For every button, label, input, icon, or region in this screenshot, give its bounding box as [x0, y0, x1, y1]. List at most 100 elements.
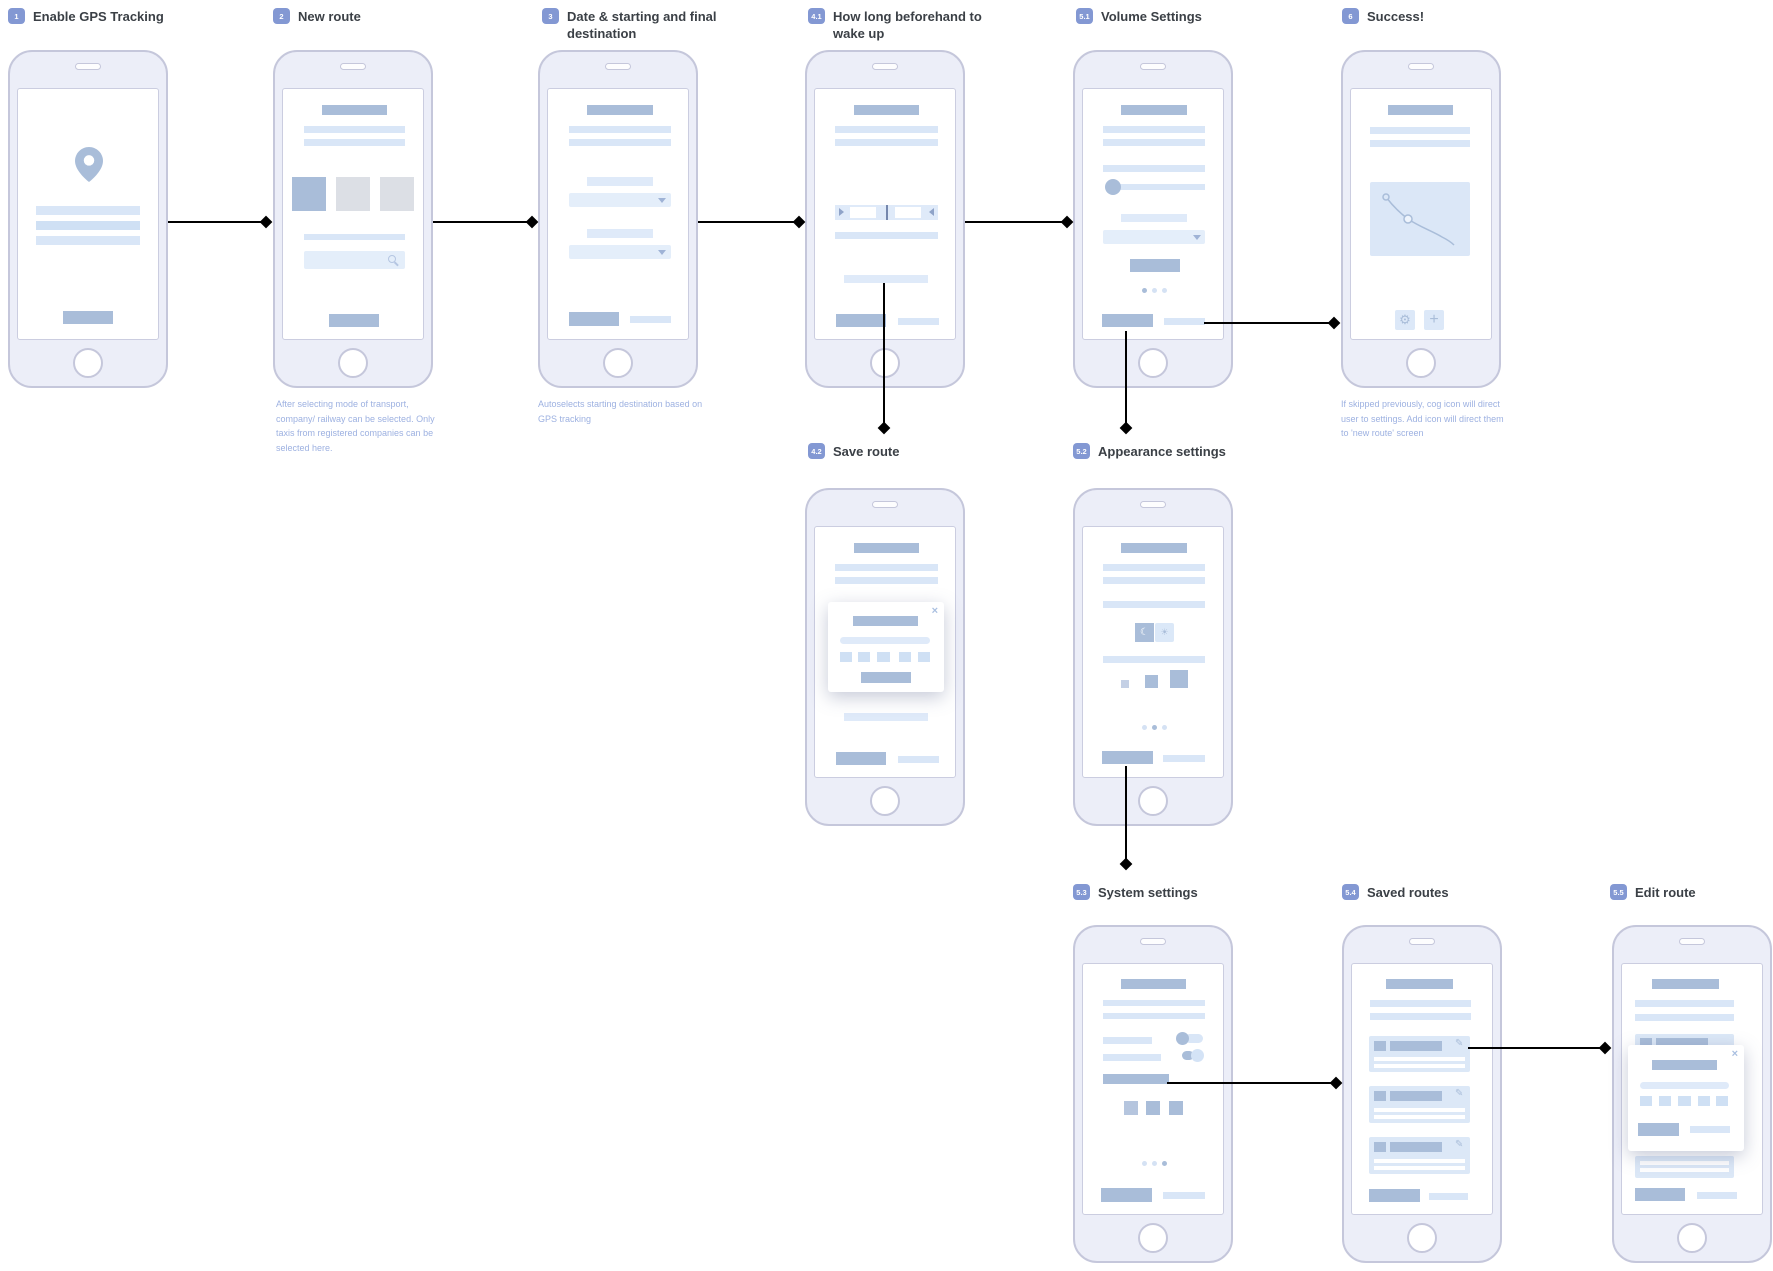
route-thumb: [1374, 1041, 1386, 1051]
route-name-input[interactable]: [1640, 1082, 1729, 1089]
route-detail-line: [1374, 1057, 1465, 1061]
edit-icon[interactable]: ✎: [1455, 1139, 1464, 1150]
route-name-input[interactable]: [840, 637, 930, 644]
title-block: [1388, 105, 1453, 115]
secondary-button[interactable]: [898, 318, 939, 325]
search-input[interactable]: [304, 251, 405, 269]
dark-mode-toggle[interactable]: ☾: [1135, 623, 1154, 642]
next-button[interactable]: [329, 314, 379, 327]
option-square[interactable]: [1146, 1101, 1160, 1115]
step-title-5-2: Appearance settings: [1098, 444, 1226, 459]
screen-system-settings: [1082, 963, 1224, 1215]
pagination-dot: [1162, 288, 1167, 293]
picker-value-minutes[interactable]: [895, 207, 921, 218]
picker-arrow-right-icon[interactable]: [929, 208, 934, 216]
moon-icon: ☾: [1140, 626, 1149, 638]
toggle-knob[interactable]: [1176, 1032, 1189, 1045]
day-option[interactable]: [877, 652, 890, 662]
add-route-button[interactable]: +: [1424, 310, 1444, 330]
speaker: [872, 63, 898, 70]
save-route-link[interactable]: [844, 275, 928, 283]
field-label: [1103, 656, 1205, 663]
field-label: [304, 234, 405, 240]
home-button: [870, 786, 900, 816]
secondary-button[interactable]: [1429, 1193, 1468, 1200]
toggle-track[interactable]: [1185, 1034, 1203, 1043]
home-button: [73, 348, 103, 378]
step-header-4-1: 4.1 How long beforehand to wake up: [808, 8, 983, 42]
transport-option[interactable]: [336, 177, 370, 211]
day-option[interactable]: [1678, 1096, 1691, 1106]
picker-value-hours[interactable]: [850, 207, 876, 218]
text-line: [1103, 1000, 1205, 1006]
secondary-button[interactable]: [1697, 1192, 1737, 1199]
route-title-block: [1656, 1038, 1708, 1048]
connector-endpoint: [259, 215, 273, 229]
transport-option[interactable]: [380, 177, 414, 211]
settings-gear-button[interactable]: ⚙: [1395, 310, 1415, 330]
enable-button[interactable]: [63, 311, 113, 324]
title-block: [587, 105, 653, 115]
secondary-button[interactable]: [898, 756, 939, 763]
option-square[interactable]: [1169, 1101, 1183, 1115]
primary-button[interactable]: [1102, 751, 1153, 764]
transport-option-selected[interactable]: [292, 177, 326, 211]
volume-slider-knob[interactable]: [1105, 179, 1121, 195]
pagination-dot: [1152, 1161, 1157, 1166]
day-option[interactable]: [1698, 1096, 1710, 1106]
saved-routes-link[interactable]: [1103, 1074, 1169, 1084]
speaker: [605, 63, 631, 70]
light-mode-toggle[interactable]: ☀: [1155, 623, 1174, 642]
field-label: [587, 177, 653, 186]
route-card[interactable]: ✎: [1369, 1137, 1470, 1174]
picker-arrow-left-icon[interactable]: [839, 208, 844, 216]
route-card[interactable]: ✎: [1369, 1086, 1470, 1123]
day-option[interactable]: [1659, 1096, 1671, 1106]
toggle-knob[interactable]: [1191, 1049, 1204, 1062]
day-option[interactable]: [858, 652, 870, 662]
volume-slider-track[interactable]: [1113, 184, 1205, 190]
option-square[interactable]: [1124, 1101, 1138, 1115]
day-option[interactable]: [918, 652, 930, 662]
text-line: [569, 126, 671, 133]
font-size-medium[interactable]: [1145, 675, 1158, 688]
text-line: [569, 139, 671, 146]
sound-dropdown[interactable]: [1103, 230, 1205, 244]
toggle-track[interactable]: [1182, 1051, 1194, 1060]
step-title-5-3: System settings: [1098, 885, 1198, 900]
route-card[interactable]: ✎: [1369, 1036, 1470, 1072]
primary-button[interactable]: [1101, 1188, 1152, 1202]
day-option[interactable]: [1640, 1096, 1652, 1106]
skip-button[interactable]: [1164, 318, 1205, 325]
day-option[interactable]: [1716, 1096, 1728, 1106]
primary-button[interactable]: [1102, 314, 1153, 327]
pagination-dot: [1142, 725, 1147, 730]
primary-button[interactable]: [1635, 1188, 1685, 1201]
modal-save-button[interactable]: [1638, 1123, 1679, 1136]
modal-cancel-button[interactable]: [1690, 1126, 1730, 1133]
primary-button[interactable]: [569, 312, 619, 326]
secondary-button[interactable]: [1163, 755, 1205, 762]
test-button[interactable]: [1130, 259, 1180, 272]
close-icon[interactable]: ×: [1731, 1048, 1738, 1060]
secondary-button[interactable]: [1163, 1192, 1205, 1199]
font-size-large[interactable]: [1170, 670, 1188, 688]
day-option[interactable]: [899, 652, 911, 662]
primary-button[interactable]: [836, 314, 886, 327]
day-option[interactable]: [840, 652, 852, 662]
edit-icon[interactable]: ✎: [1455, 1038, 1464, 1049]
edit-icon[interactable]: ✎: [1455, 1088, 1464, 1099]
connector-5-1-to-5-2: [1125, 331, 1127, 425]
modal-save-button[interactable]: [861, 672, 911, 683]
font-size-small[interactable]: [1121, 680, 1129, 688]
close-icon[interactable]: ×: [931, 605, 938, 617]
setting-label: [1103, 1054, 1161, 1061]
destination-dropdown[interactable]: [569, 245, 671, 259]
step-badge-5-3: 5.3: [1073, 884, 1090, 900]
start-dropdown[interactable]: [569, 193, 671, 207]
secondary-button[interactable]: [630, 316, 671, 323]
primary-button[interactable]: [1369, 1189, 1420, 1202]
chevron-down-icon: [1193, 235, 1201, 240]
connector-2-to-3: [433, 221, 532, 223]
primary-button[interactable]: [836, 752, 886, 765]
